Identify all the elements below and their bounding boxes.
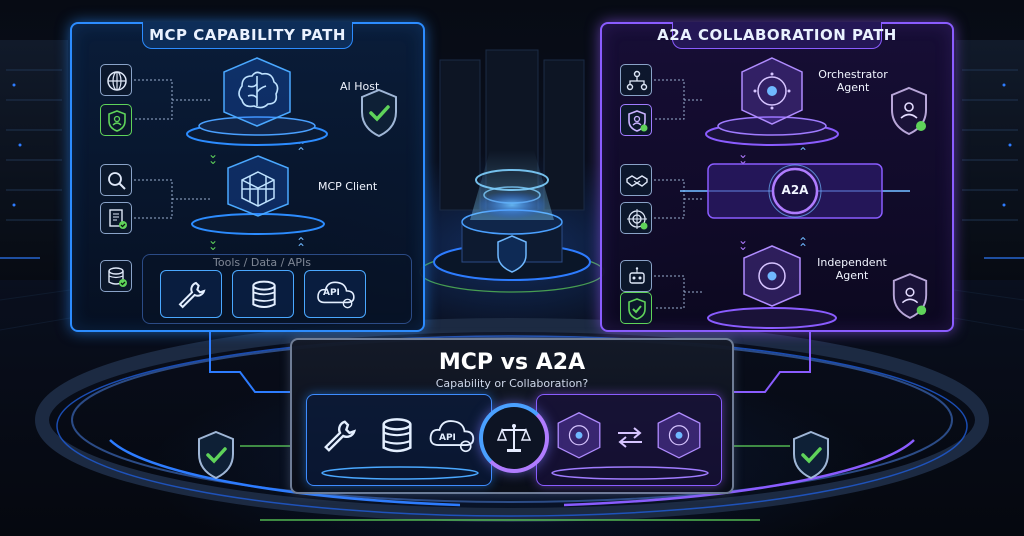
database-icon — [248, 279, 280, 311]
cloud-api-tile: API — [304, 270, 366, 318]
orchestrator-agent-label: Orchestrator Agent — [808, 68, 898, 94]
comparison-subtitle: Capability or Collaboration? — [292, 377, 732, 390]
shield-check-icon — [358, 88, 400, 138]
agent-node-icon — [653, 409, 705, 465]
tools-base-ring — [317, 465, 483, 481]
user-shield-icon — [890, 272, 930, 320]
exchange-arrows-icon — [615, 425, 645, 449]
wrench-icon — [321, 417, 359, 455]
collaboration-agents-box — [536, 394, 722, 486]
wrench-icon — [176, 279, 208, 311]
comparison-title: MCP vs A2A — [292, 350, 732, 375]
mcp-panel: MCP CAPABILITY PATH ⌄⌄ ⌄⌄ ⌃⌃ ⌃⌃ — [70, 22, 425, 332]
agent-node-icon — [553, 409, 605, 465]
api-badge-text: API — [439, 433, 456, 443]
api-badge-text: API — [323, 288, 340, 298]
balance-scale-badge — [479, 403, 549, 473]
shield-check-icon — [790, 430, 832, 480]
svg-text:⌃: ⌃ — [798, 145, 808, 159]
shield-check-icon — [195, 430, 237, 480]
comparison-panel: MCP vs A2A Capability or Collaboration? … — [290, 338, 734, 494]
mcp-client-label: MCP Client — [318, 180, 398, 193]
capability-tools-box: API — [306, 394, 492, 486]
mcp-client-node — [188, 152, 328, 236]
database-tile — [232, 270, 294, 318]
ai-host-node — [182, 54, 332, 146]
a2a-panel: A2A COLLABORATION PATH ⌄⌄ ⌄⌄ ⌃⌃ — [600, 22, 954, 332]
svg-text:⌄: ⌄ — [208, 239, 218, 253]
user-shield-icon — [888, 86, 930, 136]
independent-agent-label: Independent Agent — [812, 256, 892, 282]
scale-icon — [497, 421, 531, 455]
wrench-tile — [160, 270, 222, 318]
agents-base-ring — [547, 465, 713, 481]
a2a-hub-label: A2A — [775, 184, 815, 197]
database-icon — [377, 415, 417, 457]
svg-text:⌃: ⌃ — [296, 241, 306, 255]
